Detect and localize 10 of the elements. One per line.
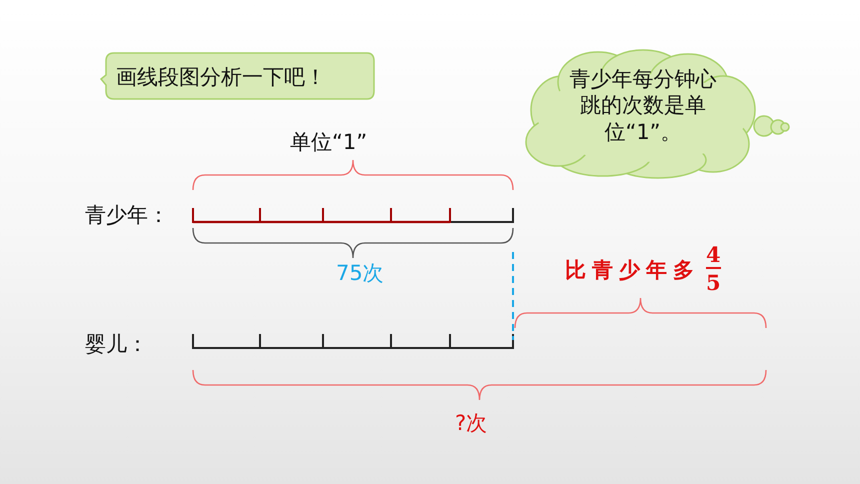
row-label: 婴儿：: [85, 334, 148, 355]
quantity-label: 75次: [336, 263, 384, 284]
row-label: 青少年：: [85, 205, 169, 226]
comparison-label: 比青少年多: [565, 259, 700, 280]
fraction-denominator: 5: [706, 272, 721, 293]
cloud-text: 青少年每分钟心跳的次数是单位“1”。: [568, 66, 718, 145]
unit-label: 单位“1”: [290, 132, 368, 153]
fraction-numerator: 4: [706, 244, 721, 269]
bubble-text: 画线段图分析一下吧！: [116, 64, 326, 90]
unknown-label: ?次: [455, 413, 488, 434]
